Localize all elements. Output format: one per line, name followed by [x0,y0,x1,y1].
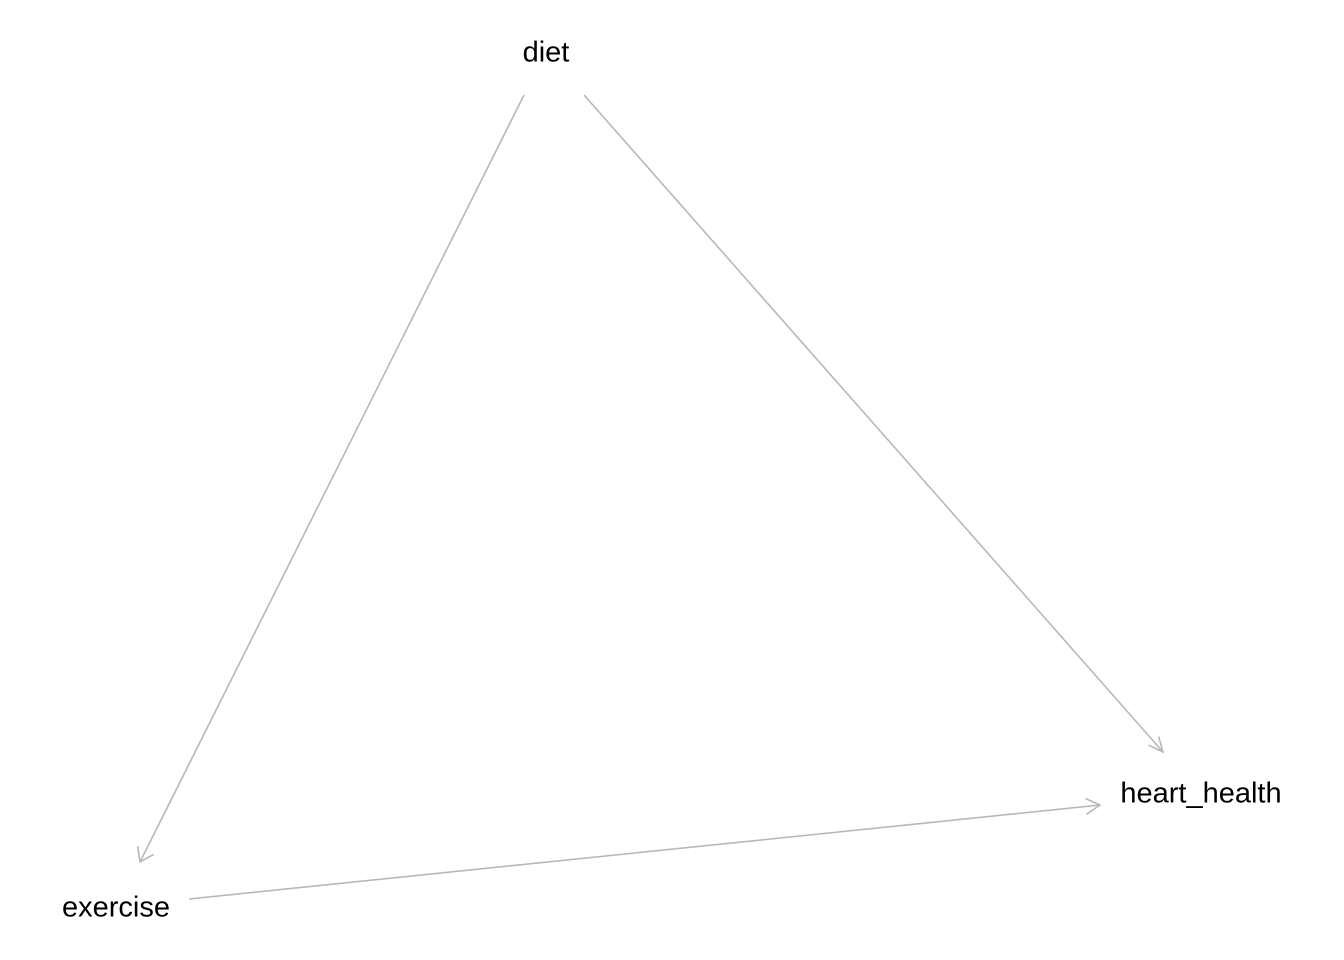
arrowhead-icon [1148,736,1165,754]
edges-layer [136,94,1165,900]
arrowhead-icon [136,846,155,864]
arrowhead-icon [1085,797,1102,816]
edge-line [583,94,1164,753]
node-diet: diet [523,37,570,69]
nodes-layer: diet exercise heart_health [62,37,1282,924]
node-exercise: exercise [62,892,170,924]
edge-line [139,94,525,863]
node-heart-health: heart_health [1120,778,1281,810]
edge-diet-to-heart_health [583,94,1165,754]
edge-exercise-to-heart_health [188,797,1102,900]
edge-line [188,804,1101,900]
edge-diet-to-exercise [136,94,525,864]
